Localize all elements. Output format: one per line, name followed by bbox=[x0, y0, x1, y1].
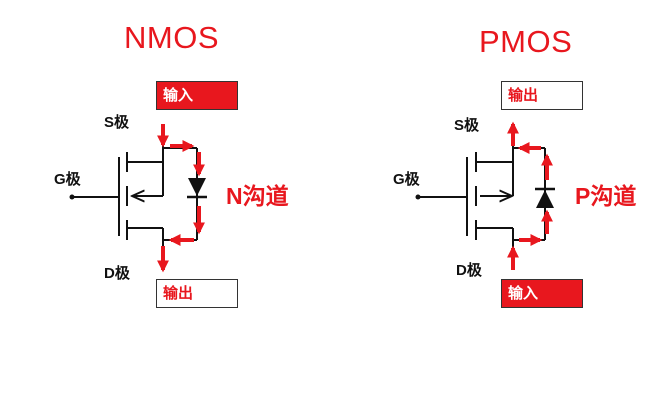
pmos-gate-label: G极 bbox=[393, 171, 420, 188]
nmos-output-box: 输出 bbox=[156, 279, 238, 308]
nmos-current-arrows bbox=[157, 124, 205, 273]
pmos-current-arrows bbox=[507, 121, 553, 270]
pmos-source-label: S极 bbox=[454, 117, 480, 134]
nmos-input-box: 输入 bbox=[156, 81, 238, 110]
pmos-channel-label: P沟道 bbox=[575, 183, 637, 209]
pmos-body-diode bbox=[535, 187, 555, 208]
nmos-channel-label: N沟道 bbox=[226, 183, 289, 209]
nmos-body-diode bbox=[187, 178, 207, 199]
pmos-output-box: 输出 bbox=[501, 81, 583, 110]
pmos-input-box: 输入 bbox=[501, 279, 583, 308]
nmos-title: NMOS bbox=[124, 20, 219, 55]
pmos-drain-label: D极 bbox=[456, 262, 482, 279]
pmos-title: PMOS bbox=[479, 24, 573, 59]
nmos-source-label: S极 bbox=[104, 114, 130, 131]
nmos-gate-label: G极 bbox=[54, 171, 81, 188]
nmos-drain-label: D极 bbox=[104, 265, 130, 282]
